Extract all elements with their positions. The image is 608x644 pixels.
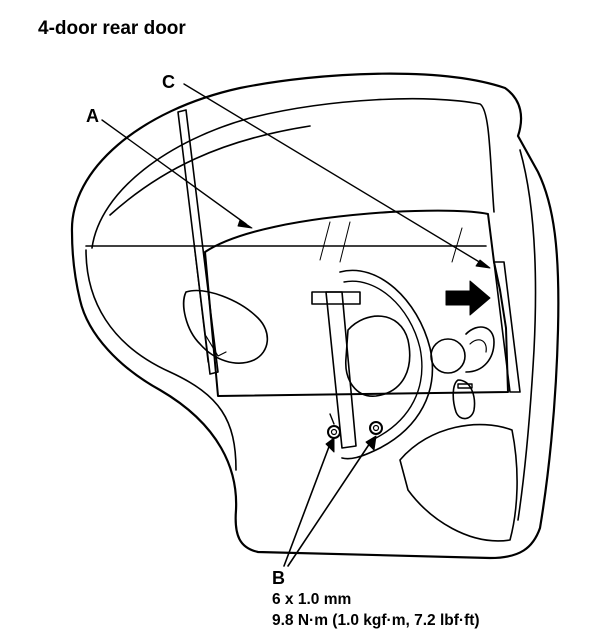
mounting-bolt-right <box>369 421 383 435</box>
leader-line-b-left <box>283 443 331 567</box>
inner-panel-lower <box>85 249 237 471</box>
rear-run-channel <box>493 261 521 393</box>
callout-c: C <box>162 72 175 92</box>
lower-oval-cutout <box>452 379 476 420</box>
regulator-cable <box>339 269 434 460</box>
regulator-cutout <box>345 315 411 397</box>
leader-line-b-right <box>287 439 373 567</box>
inner-handle-cutout <box>182 289 269 364</box>
regulator-rail <box>325 291 357 449</box>
inner-panel-bottom <box>399 423 518 542</box>
callout-a: A <box>86 106 99 126</box>
leader-line-a <box>101 119 247 225</box>
mounting-bolt-left <box>327 425 341 439</box>
window-frame-sash <box>109 125 311 216</box>
regulator-clip <box>311 291 361 305</box>
direction-arrow <box>445 280 491 316</box>
callout-b: B <box>272 568 285 588</box>
door-outer-panel <box>70 72 560 560</box>
motor-gearbox <box>465 326 495 373</box>
inner-panel-right <box>517 149 537 521</box>
diagram-title: 4-door rear door <box>38 18 186 39</box>
window-motor <box>430 338 466 374</box>
door-glass <box>204 209 509 397</box>
bolt-size-spec: 6 x 1.0 mm <box>272 591 352 608</box>
window-frame-inner <box>91 97 495 249</box>
torque-spec: 9.8 N·m (1.0 kgf·m, 7.2 lbf·ft) <box>272 612 480 629</box>
leader-line-c <box>183 83 487 267</box>
